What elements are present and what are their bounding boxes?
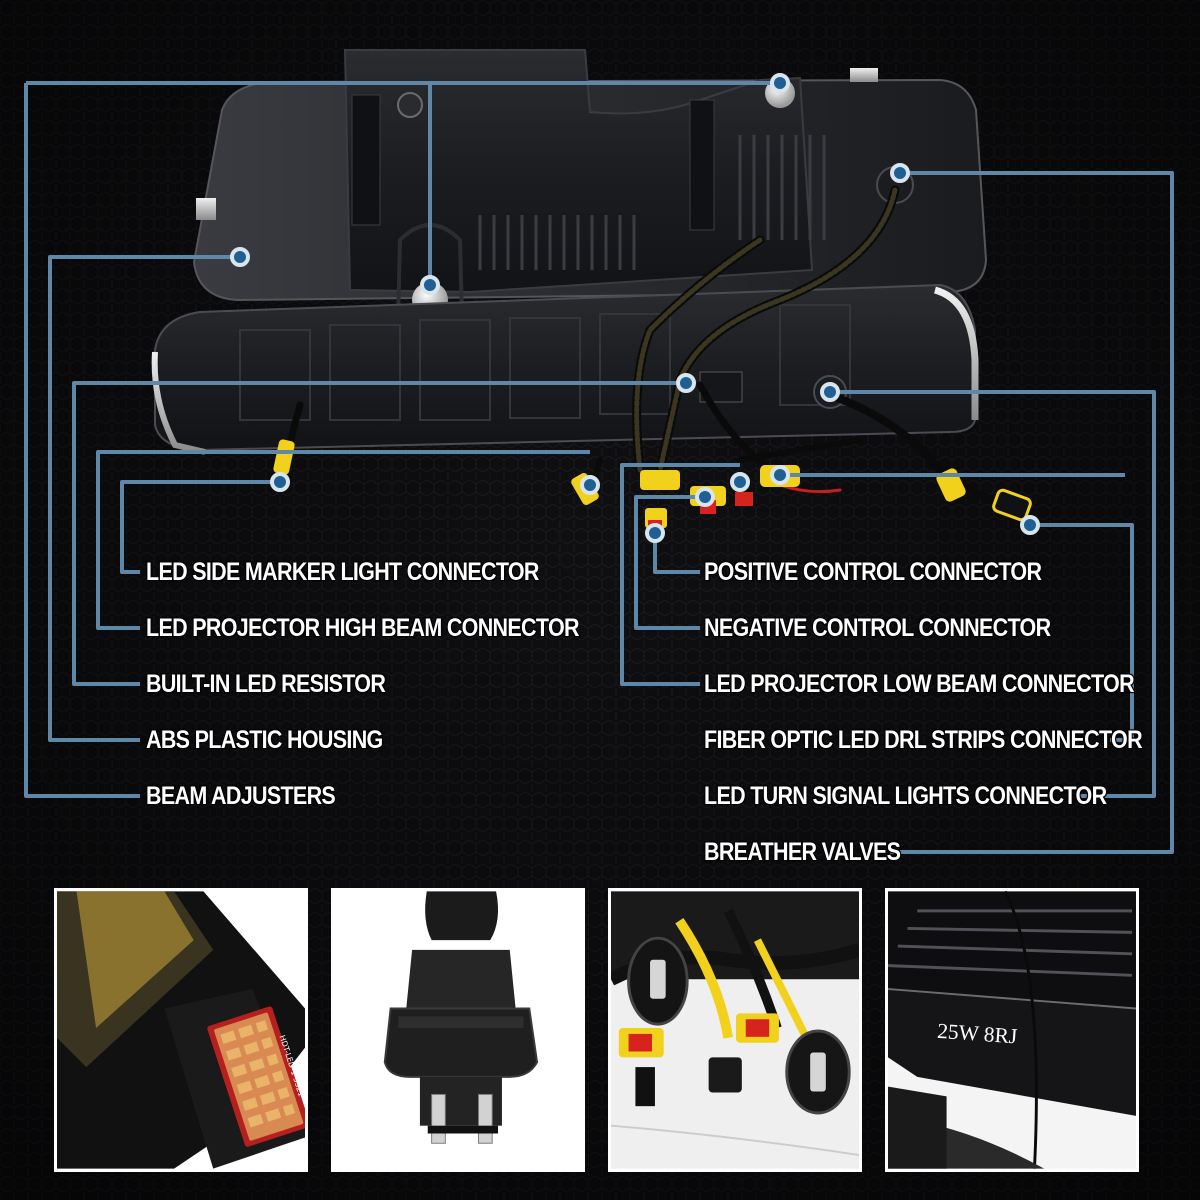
- label-led-projector-low-beam-connector: LED PROJECTOR LOW BEAM CONNECTOR: [704, 670, 1135, 698]
- thumbnail-wire-connectors: [608, 888, 862, 1172]
- label-fiber-optic-drl-strips-connector: FIBER OPTIC LED DRL STRIPS CONNECTOR: [704, 726, 1143, 754]
- label-led-side-marker-connector: LED SIDE MARKER LIGHT CONNECTOR: [146, 558, 539, 586]
- led-bulb-image: HDT-LED-1 3321: [57, 891, 305, 1169]
- thumbnail-led-resistor: 25W 8RJ: [885, 888, 1139, 1172]
- headlight-upper-body: [192, 49, 988, 330]
- label-built-in-led-resistor: BUILT-IN LED RESISTOR: [146, 670, 386, 698]
- led-resistor-image: 25W 8RJ: [888, 891, 1136, 1169]
- socket-plug-image: [334, 891, 582, 1169]
- label-negative-control-connector: NEGATIVE CONTROL CONNECTOR: [704, 614, 1051, 642]
- label-positive-control-connector: POSITIVE CONTROL CONNECTOR: [704, 558, 1042, 586]
- callout-dots: [230, 73, 1040, 543]
- headlight-diagram: [24, 49, 1174, 854]
- wire-connectors-image: [611, 891, 859, 1169]
- thumbnail-led-bulb-closeup: HDT-LED-1 3321: [54, 888, 308, 1172]
- label-beam-adjusters: BEAM ADJUSTERS: [146, 782, 336, 810]
- label-led-turn-signal-lights-connector: LED TURN SIGNAL LIGHTS CONNECTOR: [704, 782, 1107, 810]
- label-led-projector-high-beam-connector: LED PROJECTOR HIGH BEAM CONNECTOR: [146, 614, 580, 642]
- bumper-light-body: [151, 283, 979, 455]
- label-abs-plastic-housing: ABS PLASTIC HOUSING: [146, 726, 383, 754]
- thumbnail-bulb-socket-plug: [331, 888, 585, 1172]
- resistor-marking-text: 25W 8RJ: [936, 1019, 1018, 1049]
- callout-lines: [24, 81, 1174, 854]
- label-breather-valves: BREATHER VALVES: [704, 838, 901, 866]
